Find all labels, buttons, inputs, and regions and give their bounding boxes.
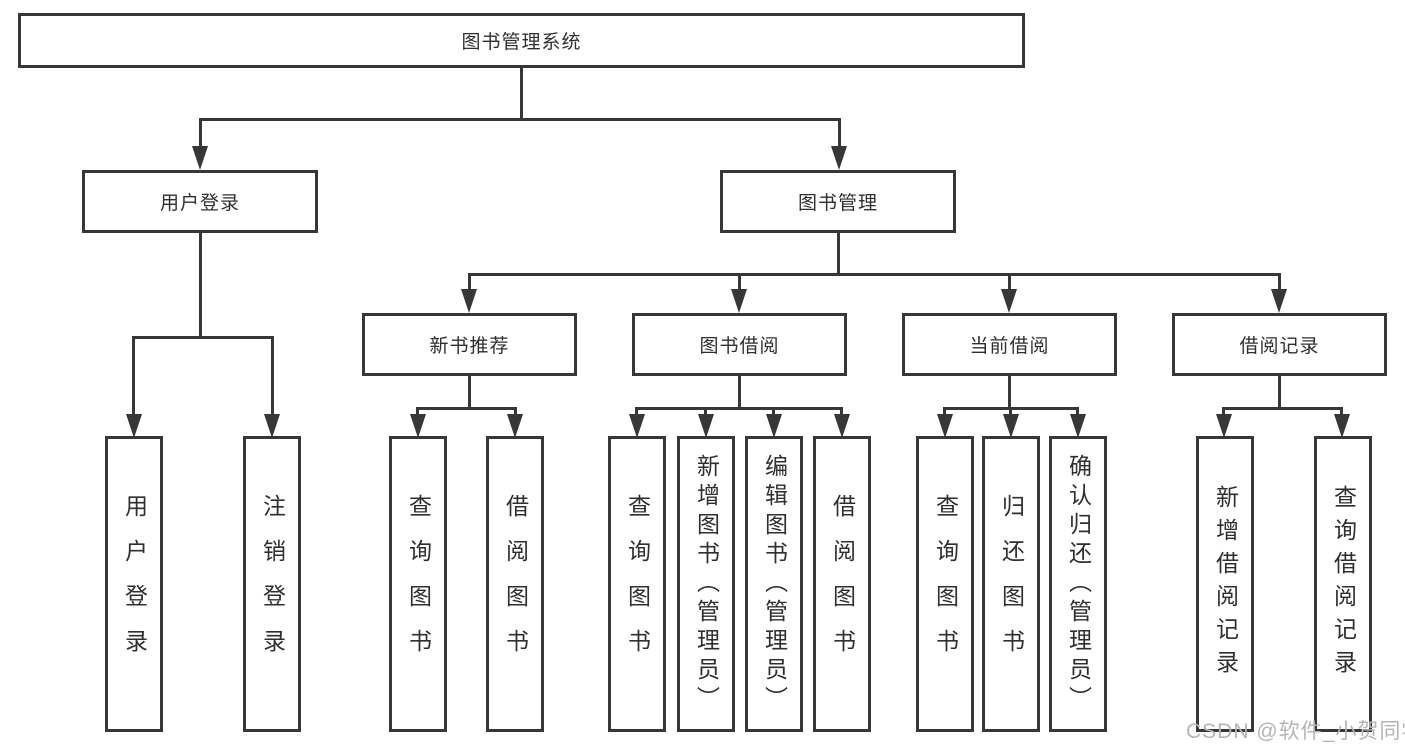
arrow-down-icon (1001, 289, 1017, 313)
leaf-return-books: 归还图书 (982, 436, 1040, 732)
node-user-login-label: 用户登录 (159, 193, 240, 214)
connector-line (468, 273, 471, 289)
arrow-down-icon (629, 414, 645, 438)
leaf-add-books-admin-label: 新增图书（管理员） (693, 453, 720, 715)
leaf-current-query-books-label: 查询图书 (932, 494, 959, 674)
node-library-system: 图书管理系统 (18, 13, 1025, 68)
leaf-recommend-query-books-label: 查询图书 (405, 494, 432, 674)
leaf-borrow-query-books-label: 查询图书 (624, 494, 651, 674)
leaf-confirm-return-admin-label: 确认归还（管理员） (1065, 453, 1092, 715)
connector-line (943, 407, 946, 414)
node-current-borrow: 当前借阅 (902, 313, 1117, 376)
arrow-down-icon (126, 414, 142, 438)
arrow-down-icon (1271, 289, 1287, 313)
connector-line (199, 233, 202, 336)
connector-line (1008, 376, 1011, 407)
connector-line (1076, 407, 1079, 414)
connector-line (1278, 376, 1281, 407)
arrow-down-icon (831, 146, 847, 170)
leaf-user-login-label: 用户登录 (121, 494, 148, 674)
leaf-edit-books-admin: 编辑图书（管理员） (745, 436, 803, 732)
leaf-recommend-query-books: 查询图书 (389, 436, 447, 732)
connector-line (468, 273, 1281, 276)
connector-line (1222, 407, 1343, 410)
connector-line (1009, 407, 1012, 414)
connector-line (1278, 273, 1281, 289)
node-borrow-records-label: 借阅记录 (1239, 336, 1320, 357)
arrow-down-icon (264, 414, 280, 438)
connector-line (838, 118, 841, 146)
arrow-down-icon (731, 289, 747, 313)
connector-line (1008, 273, 1011, 289)
leaf-borrow-books: 借阅图书 (813, 436, 871, 732)
arrow-down-icon (461, 289, 477, 313)
connector-line (635, 407, 843, 410)
leaf-logout: 注销登录 (243, 436, 301, 732)
leaf-logout-label: 注销登录 (259, 494, 286, 674)
connector-line (199, 118, 841, 121)
leaf-add-borrow-record-label: 新增借阅记录 (1212, 485, 1239, 683)
connector-line (840, 407, 843, 414)
leaf-user-login: 用户登录 (105, 436, 163, 732)
arrow-down-icon (1216, 414, 1232, 438)
connector-line (271, 336, 274, 414)
node-user-login: 用户登录 (82, 170, 318, 233)
leaf-query-borrow-record-label: 查询借阅记录 (1330, 485, 1357, 683)
arrow-down-icon (507, 414, 523, 438)
node-borrow-records: 借阅记录 (1172, 313, 1387, 376)
connector-line (1222, 407, 1225, 414)
leaf-recommend-borrow-books: 借阅图书 (486, 436, 544, 732)
connector-line (837, 233, 840, 273)
arrow-down-icon (410, 414, 426, 438)
node-book-management: 图书管理 (720, 170, 956, 233)
leaf-return-books-label: 归还图书 (998, 494, 1025, 674)
connector-line (772, 407, 775, 414)
leaf-borrow-query-books: 查询图书 (608, 436, 666, 732)
connector-line (514, 407, 517, 414)
leaf-add-borrow-record: 新增借阅记录 (1196, 436, 1254, 732)
connector-line (704, 407, 707, 414)
arrow-down-icon (1003, 414, 1019, 438)
arrow-down-icon (698, 414, 714, 438)
connector-line (132, 336, 135, 414)
connector-line (468, 376, 471, 407)
leaf-borrow-books-label: 借阅图书 (829, 494, 856, 674)
connector-line (1340, 407, 1343, 414)
arrow-down-icon (1334, 414, 1350, 438)
node-book-borrow: 图书借阅 (632, 313, 847, 376)
node-new-book-recommend-label: 新书推荐 (429, 336, 510, 357)
node-library-system-label: 图书管理系统 (461, 32, 582, 53)
connector-line (132, 336, 274, 339)
connector-line (416, 407, 517, 410)
connector-line (738, 273, 741, 289)
arrow-down-icon (192, 146, 208, 170)
leaf-edit-books-admin-label: 编辑图书（管理员） (761, 453, 788, 715)
csdn-watermark: CSDN @软件_小贺同学 (1186, 720, 1405, 743)
node-book-management-label: 图书管理 (797, 193, 878, 214)
leaf-recommend-borrow-books-label: 借阅图书 (502, 494, 529, 674)
leaf-confirm-return-admin: 确认归还（管理员） (1049, 436, 1107, 732)
connector-line (738, 376, 741, 407)
node-new-book-recommend: 新书推荐 (362, 313, 577, 376)
leaf-add-books-admin: 新增图书（管理员） (677, 436, 735, 732)
node-current-borrow-label: 当前借阅 (969, 336, 1050, 357)
arrow-down-icon (834, 414, 850, 438)
arrow-down-icon (1070, 414, 1086, 438)
leaf-current-query-books: 查询图书 (916, 436, 974, 732)
connector-line (520, 68, 523, 118)
leaf-query-borrow-record: 查询借阅记录 (1314, 436, 1372, 732)
connector-line (635, 407, 638, 414)
node-book-borrow-label: 图书借阅 (699, 336, 780, 357)
arrow-down-icon (766, 414, 782, 438)
arrow-down-icon (937, 414, 953, 438)
connector-line (199, 118, 202, 146)
connector-line (416, 407, 419, 414)
